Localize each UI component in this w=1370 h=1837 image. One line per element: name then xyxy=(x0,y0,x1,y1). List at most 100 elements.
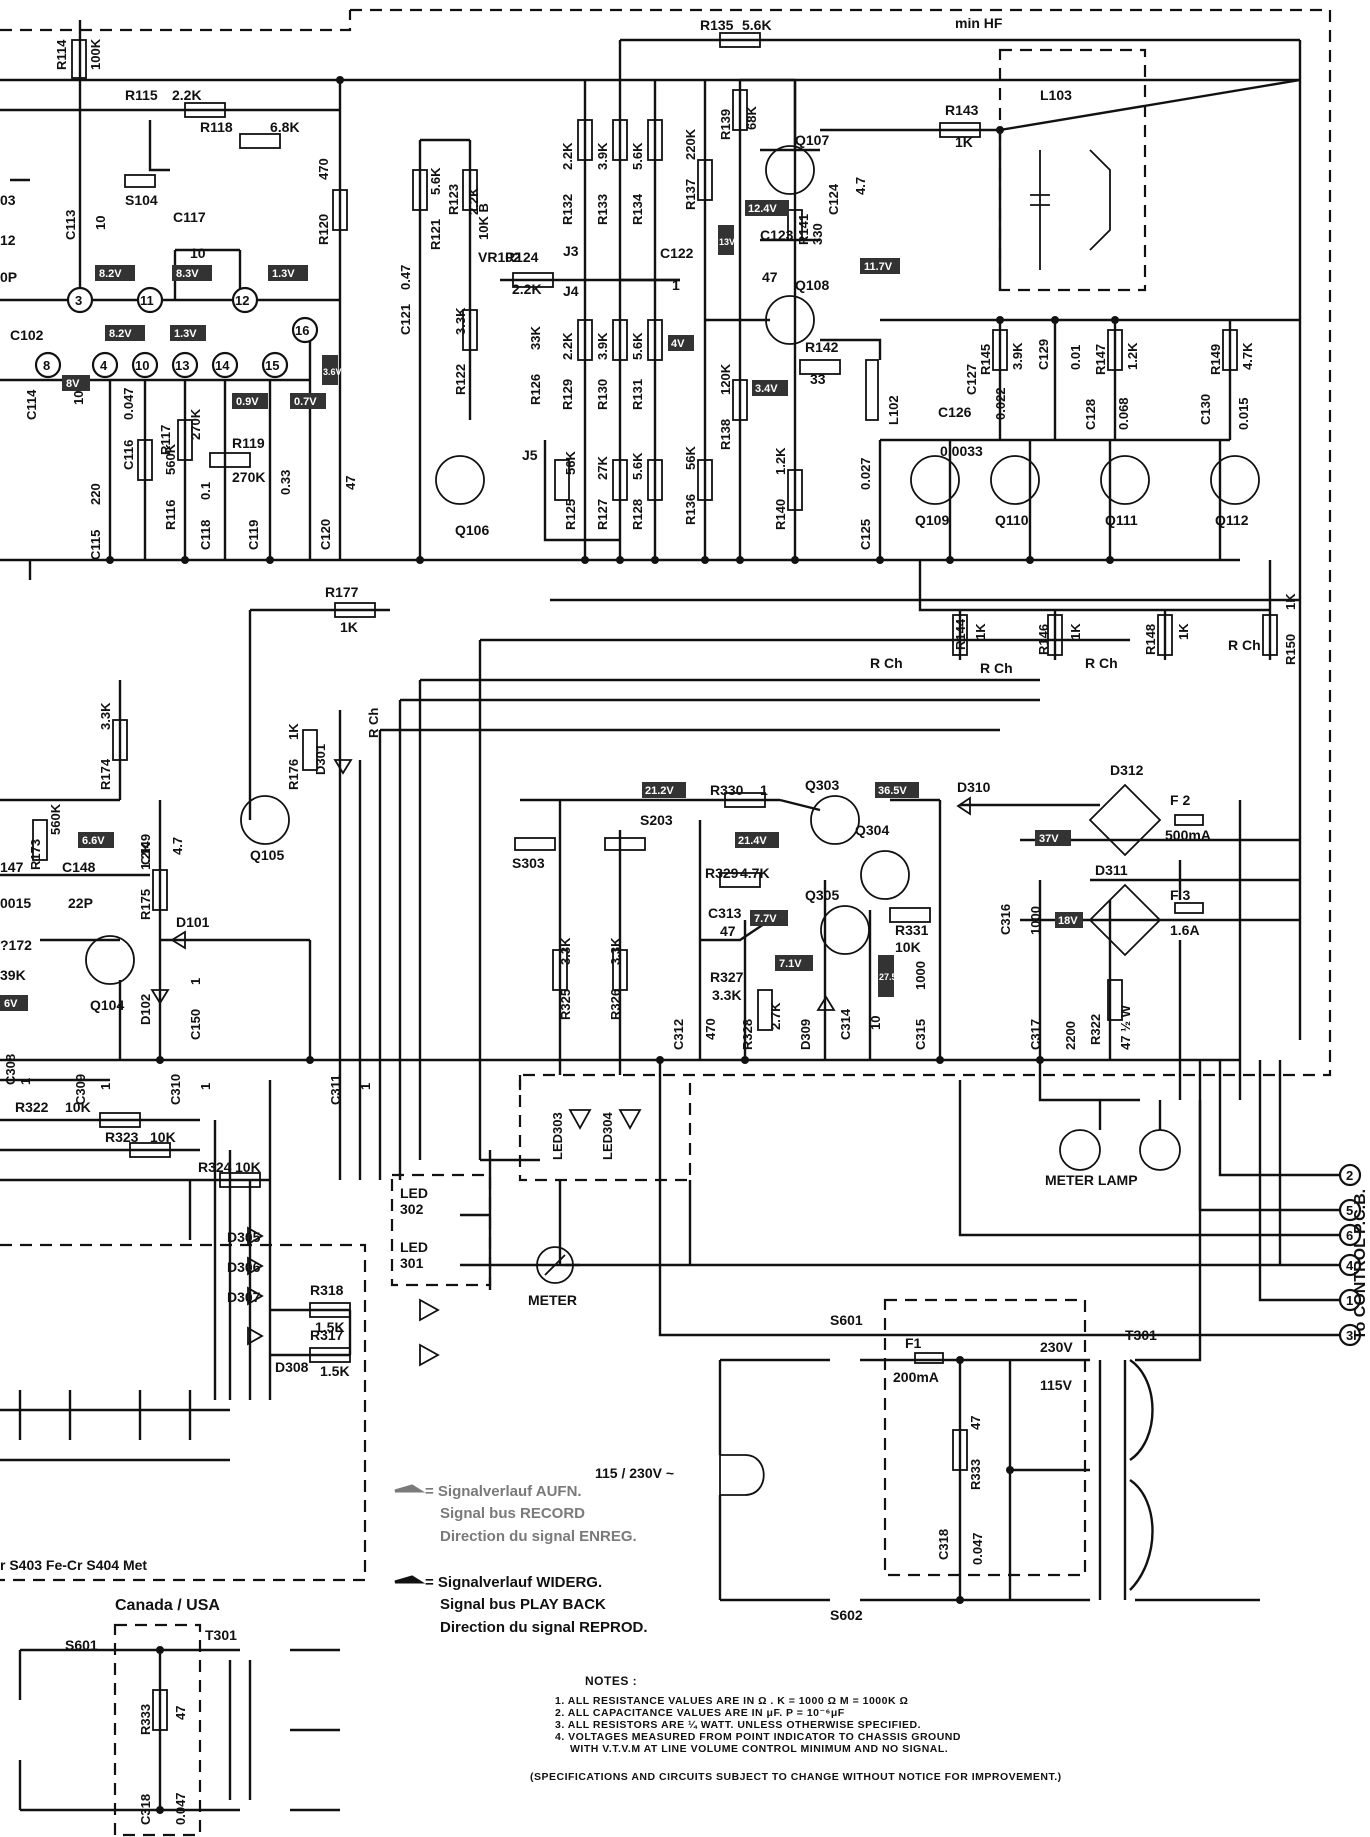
svg-text:R325: R325 xyxy=(558,989,573,1020)
svg-text:Q305: Q305 xyxy=(805,887,839,903)
ic-pin-node: 13 xyxy=(171,351,199,379)
svg-text:500mA: 500mA xyxy=(1165,827,1211,843)
svg-text:T301: T301 xyxy=(1125,1327,1157,1343)
svg-text:10: 10 xyxy=(93,216,108,230)
svg-text:(SPECIFICATIONS AND CIRCUITS: (SPECIFICATIONS AND CIRCUITS SUBJECT TO … xyxy=(530,1771,1062,1783)
svg-text:C121: C121 xyxy=(398,304,413,335)
svg-text:T301: T301 xyxy=(205,1627,237,1643)
svg-text:2. ALL CAPACITANCE VALUES AR: 2. ALL CAPACITANCE VALUES ARE IN μF. P =… xyxy=(555,1707,845,1719)
svg-text:R174: R174 xyxy=(98,758,113,790)
svg-text:0.047: 0.047 xyxy=(173,1792,188,1825)
svg-text:LED304: LED304 xyxy=(600,1112,615,1160)
ic-pin-node: 4 xyxy=(91,351,119,379)
svg-text:39K: 39K xyxy=(0,967,26,983)
svg-text:VR102: VR102 xyxy=(478,249,521,265)
svg-text:R322: R322 xyxy=(1088,1014,1103,1045)
svg-text:R136: R136 xyxy=(683,494,698,525)
voltage-badge: 27.5V xyxy=(878,955,903,997)
svg-text:C129: C129 xyxy=(1036,339,1051,370)
junction-dots xyxy=(106,76,1119,1814)
svg-text:0.015: 0.015 xyxy=(1236,397,1251,430)
svg-text:4.7K: 4.7K xyxy=(1240,342,1255,370)
svg-text:R130: R130 xyxy=(595,379,610,410)
svg-text:D305: D305 xyxy=(227,1229,261,1245)
svg-text:8.3V: 8.3V xyxy=(176,268,199,280)
svg-text:21.4V: 21.4V xyxy=(738,835,767,847)
svg-text:S203: S203 xyxy=(640,812,673,828)
svg-text:R323: R323 xyxy=(105,1129,139,1145)
svg-text:220K: 220K xyxy=(683,128,698,160)
ic-pin-node: 14 xyxy=(211,351,239,379)
connector-pin: 5 xyxy=(1338,1198,1362,1222)
svg-text:2.2K: 2.2K xyxy=(172,87,202,103)
svg-text:LED303: LED303 xyxy=(550,1112,565,1160)
connector-pin: 6 xyxy=(1338,1223,1362,1247)
svg-text:C310: C310 xyxy=(168,1074,183,1105)
svg-text:0.027: 0.027 xyxy=(858,457,873,490)
svg-text:R Ch: R Ch xyxy=(980,660,1013,676)
svg-text:R326: R326 xyxy=(608,989,623,1020)
svg-text:10: 10 xyxy=(190,245,206,261)
svg-text:R133: R133 xyxy=(595,194,610,225)
svg-text:1: 1 xyxy=(198,1083,213,1090)
svg-text:R132: R132 xyxy=(560,194,575,225)
svg-text:115 / 230V ~: 115 / 230V ~ xyxy=(595,1465,674,1481)
voltage-badge: 7.1V xyxy=(775,955,813,971)
voltage-badge: 6.6V xyxy=(78,832,114,848)
svg-text:R143: R143 xyxy=(945,102,979,118)
svg-text:47: 47 xyxy=(968,1416,983,1430)
voltage-badge: 12.4V xyxy=(745,200,789,216)
svg-text:Q303: Q303 xyxy=(805,777,839,793)
svg-text:1: 1 xyxy=(18,1078,33,1085)
svg-text:C309: C309 xyxy=(73,1074,88,1105)
svg-text:L102: L102 xyxy=(886,395,901,425)
svg-text:R126: R126 xyxy=(528,374,543,405)
to-control-pcb-label: To CONTROL P.C.B. xyxy=(1352,1189,1369,1340)
svg-text:R128: R128 xyxy=(630,499,645,530)
connector-pin: 4 xyxy=(1338,1253,1362,1277)
svg-text:200mA: 200mA xyxy=(893,1369,939,1385)
svg-text:8V: 8V xyxy=(66,378,80,390)
svg-text:7.7V: 7.7V xyxy=(754,913,777,925)
svg-text:R121: R121 xyxy=(428,219,443,250)
svg-text:METER: METER xyxy=(528,1292,577,1308)
voltage-badge: 11.7V xyxy=(860,258,900,274)
svg-text:47: 47 xyxy=(720,923,736,939)
svg-text:270K: 270K xyxy=(188,408,203,440)
svg-text:R150: R150 xyxy=(1283,634,1298,665)
svg-text:Q105: Q105 xyxy=(250,847,284,863)
voltage-badge: 0.7V xyxy=(290,393,326,409)
svg-text:R119: R119 xyxy=(232,435,265,451)
svg-text:115V: 115V xyxy=(1040,1377,1073,1393)
svg-text:NOTES :: NOTES : xyxy=(585,1674,637,1688)
svg-text:13: 13 xyxy=(175,358,189,373)
svg-text:470: 470 xyxy=(703,1018,718,1040)
svg-text:Q107: Q107 xyxy=(795,132,829,148)
svg-text:R144: R144 xyxy=(953,618,968,650)
svg-text:1K: 1K xyxy=(955,134,973,150)
svg-text:1K: 1K xyxy=(1068,623,1083,640)
svg-text:Canada / USA: Canada / USA xyxy=(115,1597,220,1614)
svg-text:R124: R124 xyxy=(505,249,539,265)
svg-text:C119: C119 xyxy=(246,520,261,550)
signal-legend: = Signalverlauf AUFN. Signal bus RECORD … xyxy=(394,1483,648,1636)
svg-text:0P: 0P xyxy=(0,269,17,285)
connector-pin: 2 xyxy=(1338,1163,1362,1187)
svg-text:10K: 10K xyxy=(65,1099,91,1115)
svg-text:8.2V: 8.2V xyxy=(99,268,122,280)
svg-text:R129: R129 xyxy=(560,379,575,410)
svg-text:10K: 10K xyxy=(150,1129,176,1145)
svg-text:0.47: 0.47 xyxy=(398,265,413,290)
svg-text:1: 1 xyxy=(1346,1293,1353,1308)
connector-pin: 3 xyxy=(1338,1323,1362,1347)
svg-text:R317: R317 xyxy=(310,1327,344,1343)
svg-text:R147: R147 xyxy=(1093,344,1108,375)
l103-label: L103 xyxy=(1040,87,1072,103)
svg-text:4.7: 4.7 xyxy=(170,837,185,855)
svg-text:Direction du signal REPROD.: Direction du signal REPROD. xyxy=(440,1619,648,1636)
min-hf-label: min HF xyxy=(955,15,1003,31)
svg-text:D102: D102 xyxy=(138,994,153,1025)
svg-text:C120: C120 xyxy=(318,519,333,550)
svg-text:R Ch: R Ch xyxy=(870,655,903,671)
svg-text:J5: J5 xyxy=(522,447,538,463)
